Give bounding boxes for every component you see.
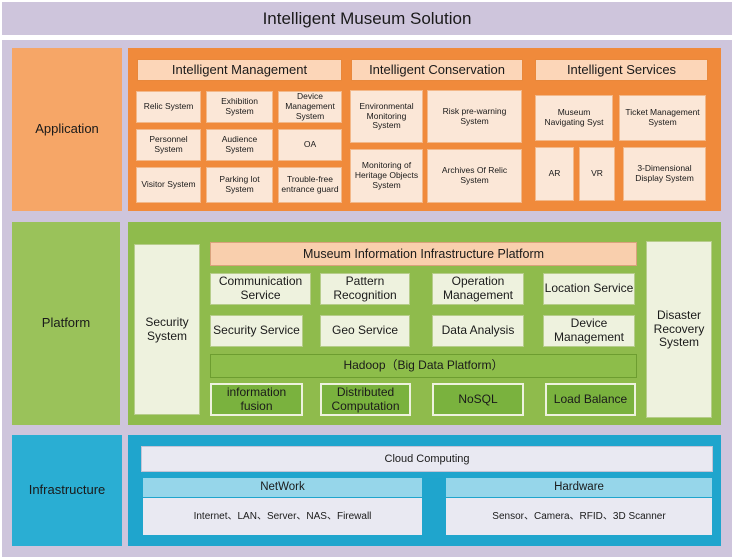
trouble-free-entrance-guard-box: Trouble-free entrance guard — [278, 167, 342, 203]
disaster-recovery-system-box: Disaster Recovery System — [646, 241, 712, 418]
information-fusion-box: information fusion — [210, 383, 303, 416]
application-layer-label: Application — [12, 48, 122, 211]
parking-lot-system-box: Parking lot System — [206, 167, 273, 203]
load-balance-box: Load Balance — [545, 383, 636, 416]
location-service-box: Location Service — [543, 273, 635, 305]
hardware-header: Hardware — [446, 478, 712, 497]
network-items: Internet、LAN、Server、NAS、Firewall — [143, 498, 422, 535]
visitor-system-box: Visitor System — [136, 167, 201, 203]
personnel-system-box: Personnel System — [136, 129, 201, 161]
platform-layer-label: Platform — [12, 222, 120, 425]
cloud-computing-bar: Cloud Computing — [141, 446, 713, 472]
communication-service-box: Communication Service — [210, 273, 311, 305]
network-header: NetWork — [143, 478, 422, 497]
relic-system-box: Relic System — [136, 91, 201, 123]
hadoop-big-data-platform-bar: Hadoop（Big Data Platform） — [210, 354, 637, 378]
environmental-monitoring-system-box: Environmental Monitoring System — [350, 90, 423, 143]
3d-display-system-box: 3-Dimensional Display System — [623, 147, 706, 201]
infrastructure-platform-header: Museum Information Infrastructure Platfo… — [210, 242, 637, 266]
distributed-computation-box: Distributed Computation — [320, 383, 411, 416]
exhibition-system-box: Exhibition System — [206, 91, 273, 123]
operation-management-box: Operation Management — [432, 273, 524, 305]
security-service-box: Security Service — [210, 315, 303, 347]
oa-box: OA — [278, 129, 342, 161]
pattern-recognition-box: Pattern Recognition — [320, 273, 410, 305]
nosql-box: NoSQL — [432, 383, 524, 416]
data-analysis-box: Data Analysis — [432, 315, 524, 347]
infrastructure-layer-label: Infrastructure — [12, 435, 122, 546]
intelligent-conservation-header: Intelligent Conservation — [351, 59, 523, 81]
intelligent-services-header: Intelligent Services — [535, 59, 708, 81]
device-management-system-box: Device Management System — [278, 91, 342, 123]
archives-of-relic-system-box: Archives Of Relic System — [427, 149, 522, 203]
vr-box: VR — [579, 147, 615, 201]
museum-navigating-system-box: Museum Navigating Syst — [535, 95, 613, 141]
geo-service-box: Geo Service — [320, 315, 410, 347]
hardware-items: Sensor、Camera、RFID、3D Scanner — [446, 498, 712, 535]
device-management-box: Device Management — [543, 315, 635, 347]
ar-box: AR — [535, 147, 574, 201]
monitoring-heritage-objects-system-box: Monitoring of Heritage Objects System — [350, 149, 423, 203]
intelligent-management-header: Intelligent Management — [137, 59, 342, 81]
audience-system-box: Audience System — [206, 129, 273, 161]
risk-pre-warning-system-box: Risk pre-warning System — [427, 90, 522, 143]
page-title: Intelligent Museum Solution — [2, 2, 732, 35]
ticket-management-system-box: Ticket Management System — [619, 95, 706, 141]
security-system-box: Security System — [134, 244, 200, 415]
